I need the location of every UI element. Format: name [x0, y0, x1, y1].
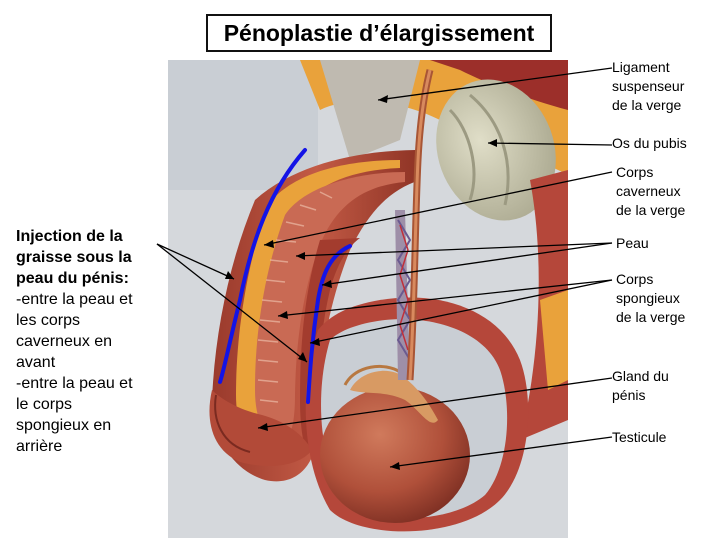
label-line: Testicule [612, 429, 667, 445]
injection-text-line: -entre la peau et [16, 375, 133, 392]
label-line: de la verge [616, 309, 686, 325]
label-line: Peau [616, 235, 649, 251]
label-line: suspenseur [612, 78, 685, 94]
injection-line-front [218, 148, 307, 384]
injection-text-line: arrière [16, 438, 63, 455]
injection-text-line: le corps [16, 396, 73, 413]
injection-text-line: les corps [16, 312, 81, 329]
injection-text-line: avant [16, 354, 56, 371]
pubic-bone [436, 79, 556, 221]
injection-heading-line: graisse sous la [16, 249, 132, 266]
label-testicule: Testicule [612, 428, 666, 447]
label-ligament: Ligament suspenseur de la verge [612, 58, 684, 115]
page-title: Pénoplastie d’élargissement [206, 14, 552, 52]
label-pubis: Os du pubis [612, 134, 687, 153]
injection-line-back [306, 244, 352, 404]
label-line: Os du pubis [612, 135, 687, 151]
label-line: Corps [616, 271, 654, 287]
label-line: Corps [616, 164, 654, 180]
label-line: spongieux [616, 290, 680, 306]
label-peau: Peau [616, 234, 649, 253]
label-caverneux: Corps caverneux de la verge [616, 163, 685, 220]
label-line: Ligament [612, 59, 670, 75]
testicle [320, 387, 470, 523]
injection-text-line: -entre la peau et [16, 291, 133, 308]
injection-heading-line: peau du pénis: [16, 270, 129, 287]
corpus-cavernosum [255, 172, 405, 445]
injection-text-line: caverneux en [16, 333, 113, 350]
label-gland: Gland du pénis [612, 367, 669, 405]
label-line: pénis [612, 387, 646, 403]
injection-text-line: spongieux en [16, 417, 112, 434]
label-spongieux: Corps spongieux de la verge [616, 270, 685, 327]
label-line: Gland du [612, 368, 669, 384]
label-line: de la verge [616, 202, 686, 218]
label-line: de la verge [612, 97, 682, 113]
label-line: caverneux [616, 183, 681, 199]
injection-heading-line: Injection de la [16, 228, 123, 245]
injection-description: Injection de la graisse sous la peau du … [16, 226, 166, 457]
